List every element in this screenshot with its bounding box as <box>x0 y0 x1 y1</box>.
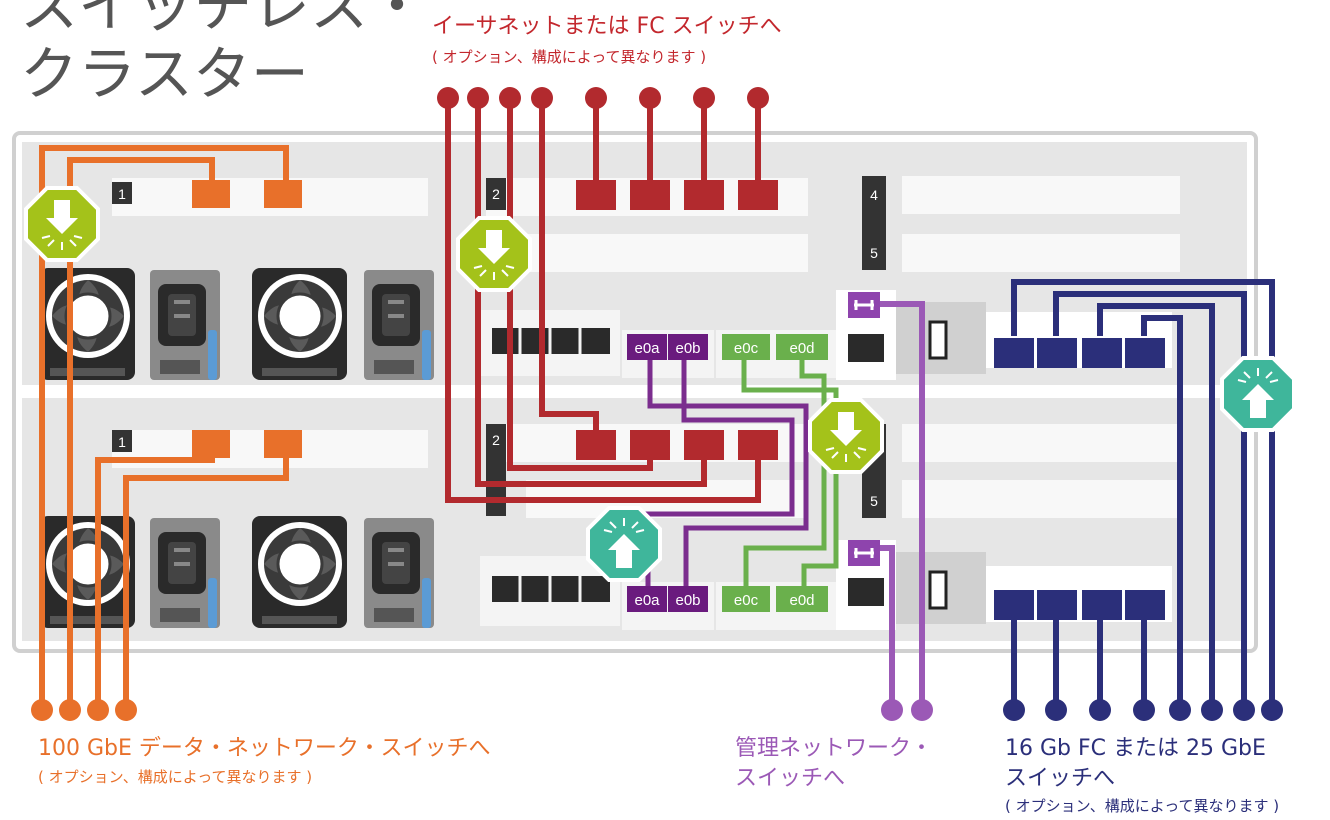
psu-b1 <box>150 518 220 628</box>
slot-5-card-b <box>902 480 1180 518</box>
svg-text:e0a: e0a <box>634 340 660 357</box>
slot-3-card-a <box>526 234 808 272</box>
slot-5-label-b: 5 <box>870 493 878 509</box>
usb-port-a <box>928 320 948 360</box>
mgmt-switch-label-1: 管理ネットワーク・ <box>735 736 933 761</box>
psu-a2 <box>364 270 434 380</box>
ethernet-fc-note: ( オプション、構成によって異なります ) <box>432 48 707 66</box>
navy-plugs <box>994 338 1283 721</box>
slot-5-label-a: 5 <box>870 245 878 261</box>
navy-cables <box>1011 279 1275 710</box>
pull-arrow-icon <box>586 506 662 582</box>
fan-a2 <box>250 266 349 382</box>
fc-switch-note: ( オプション、構成によって異なります ) <box>1005 797 1280 815</box>
slot-2-badge-a <box>486 178 506 210</box>
slot-1-label-b: 1 <box>118 434 126 450</box>
insert-arrow-icon <box>456 216 532 292</box>
svg-text:e0b: e0b <box>675 340 700 357</box>
insert-arrow-icon <box>808 398 884 474</box>
title-line2: クラスター <box>20 40 309 108</box>
orange-plugs <box>31 180 302 721</box>
usb-port-b <box>928 570 948 610</box>
svg-text:e0c: e0c <box>734 340 759 357</box>
title-line1: スイッチレス・ <box>20 0 427 40</box>
slot-4-card-a <box>902 176 1180 214</box>
slot-4-card-b <box>902 424 1180 462</box>
fan-a1 <box>38 266 137 382</box>
svg-text:e0a: e0a <box>634 592 660 609</box>
slot-4-label-a: 4 <box>870 187 878 203</box>
data-switch-label: 100 GbE データ・ネットワーク・スイッチへ <box>38 736 491 761</box>
slot-2-label-a: 2 <box>492 186 500 202</box>
slot-5-card-a <box>902 234 1180 272</box>
svg-text:e0d: e0d <box>789 592 814 609</box>
port-labels-a: e0a e0b e0c e0d <box>627 334 828 360</box>
svg-text:e0b: e0b <box>675 592 700 609</box>
mgmt-switch-label-2: スイッチへ <box>735 766 846 791</box>
slot-1-label-a: 1 <box>118 186 126 202</box>
fan-b2 <box>250 514 349 630</box>
data-switch-note: ( オプション、構成によって異なります ) <box>38 768 313 786</box>
fc-switch-label-2: スイッチへ <box>1005 766 1116 791</box>
insert-arrow-icon <box>24 186 100 262</box>
psu-b2 <box>364 518 434 628</box>
fc-switch-label-1: 16 Gb FC または 25 GbE <box>1005 736 1266 761</box>
pull-arrow-icon <box>1220 356 1296 432</box>
fan-b1 <box>38 514 137 630</box>
mgmt-port-a <box>848 334 884 362</box>
svg-text:e0d: e0d <box>789 340 814 357</box>
svg-text:e0c: e0c <box>734 592 759 609</box>
slot-1-badge-a <box>112 182 132 204</box>
slot-45-badge-a <box>862 176 886 270</box>
slot-2-label-b: 2 <box>492 432 500 448</box>
slot-2-badge-b <box>486 424 506 516</box>
psu-a1 <box>150 270 220 380</box>
slot-1-badge-b <box>112 430 132 452</box>
port-labels-b: e0a e0b e0c e0d <box>627 586 828 612</box>
mgmt-port-b <box>848 578 884 606</box>
mgmt-wrench-icons <box>848 292 880 566</box>
ethernet-fc-label: イーサネットまたは FC スイッチへ <box>432 14 782 39</box>
red-plugs <box>437 87 778 460</box>
